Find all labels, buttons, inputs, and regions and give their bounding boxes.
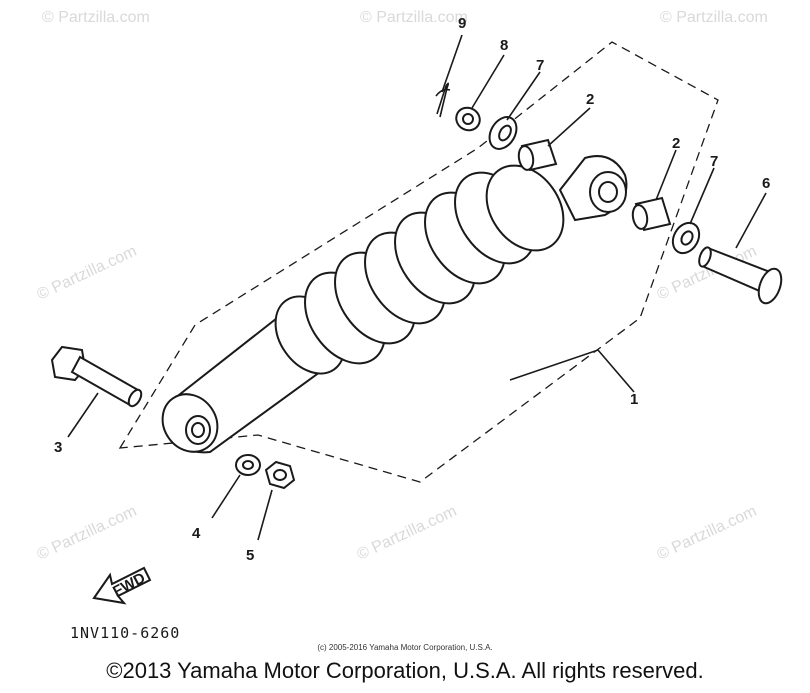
callout-9: 9 (458, 15, 466, 32)
callout-2-upper: 2 (586, 91, 594, 108)
plate-washer[interactable] (452, 103, 484, 134)
callout-1: 1 (630, 391, 638, 408)
watermark: © Partzilla.com (35, 503, 140, 564)
watermark: © Partzilla.com (35, 243, 140, 304)
fwd-label: FWD (110, 569, 148, 600)
leader-lines (67, 34, 767, 541)
collar-upper[interactable] (517, 138, 558, 172)
small-copyright: (c) 2005-2016 Yamaha Motor Corporation, … (317, 643, 492, 652)
bolt[interactable] (50, 345, 144, 408)
callout-8: 8 (500, 37, 508, 54)
collar-right[interactable] (631, 196, 672, 232)
watermark: © Partzilla.com (660, 9, 768, 26)
spring (304, 164, 565, 365)
washer-lower[interactable] (235, 454, 261, 476)
washer-right[interactable] (668, 218, 705, 258)
assembly-outline (118, 41, 719, 483)
callout-7-upper: 7 (536, 57, 544, 74)
watermark: © Partzilla.com (655, 503, 760, 564)
nut[interactable] (264, 460, 296, 490)
callout-6: 6 (762, 175, 770, 192)
watermark: © Partzilla.com (360, 9, 468, 26)
callout-3: 3 (54, 439, 62, 456)
shock-absorber[interactable] (151, 151, 628, 463)
watermark: © Partzilla.com (355, 503, 460, 564)
washer-upper[interactable] (484, 112, 522, 153)
watermark: © Partzilla.com (42, 9, 150, 26)
callouts: 9 8 7 2 2 7 6 1 3 4 5 (54, 15, 770, 564)
callout-5: 5 (246, 547, 254, 564)
callout-4: 4 (192, 525, 201, 542)
footer-copyright: ©2013 Yamaha Motor Corporation, U.S.A. A… (106, 658, 704, 683)
diagram-code: 1NV110-6260 (70, 624, 180, 642)
callout-2-right: 2 (672, 135, 680, 152)
fwd-arrow: FWD (92, 566, 152, 605)
pivot-pin[interactable] (697, 246, 786, 306)
callout-7-right: 7 (710, 153, 718, 170)
